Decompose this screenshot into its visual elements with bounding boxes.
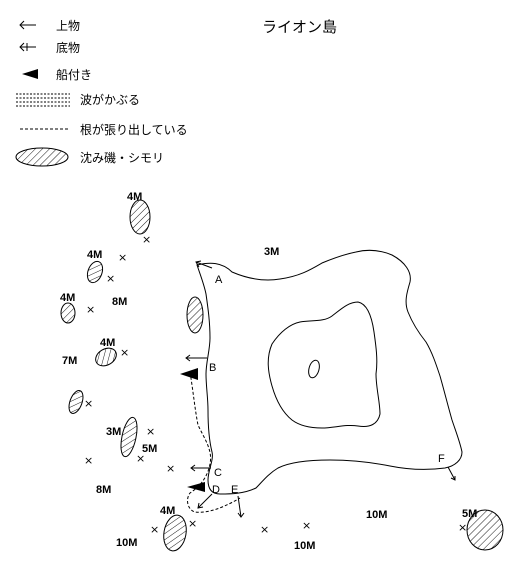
legend-item-bottom-fish: 底物	[19, 40, 80, 55]
depth-label: 7M	[62, 355, 77, 367]
legend-label-wave: 波がかぶる	[80, 92, 140, 107]
arrow-left-icon	[19, 20, 36, 30]
depth-label: 4M	[100, 337, 115, 349]
arrow-left-icon	[190, 464, 211, 472]
point-label-d: D	[212, 484, 220, 496]
depth-label: 3M	[106, 426, 121, 438]
legend-label-reef: 根が張り出している	[80, 122, 188, 137]
hatched-rock-icon	[86, 260, 104, 284]
depth-label: 8M	[96, 484, 111, 496]
bottom-arrow-icon	[19, 42, 36, 52]
depth-label: 4M	[127, 191, 142, 203]
arrow-left-icon	[195, 260, 213, 269]
point-labels: A B C D E F	[209, 274, 445, 496]
depth-labels: 3M 4M 4M 4M 8M 7M 4M 3M 5M 8M 4M 10M 10M…	[60, 191, 477, 552]
hatched-rock-icon	[186, 296, 204, 334]
x-marker: ×	[150, 523, 159, 536]
legend-label-bottom-fish: 底物	[56, 40, 80, 55]
arrow-down-icon	[197, 493, 213, 509]
x-marker: ×	[142, 233, 151, 246]
x-marker: ×	[84, 397, 93, 410]
point-label-c: C	[214, 467, 222, 479]
depth-label: 4M	[87, 249, 102, 261]
island-outline	[196, 249, 463, 495]
x-marker: ×	[458, 521, 467, 534]
point-label-b: B	[209, 362, 216, 374]
x-markers: × × × × × × × × × × × × × × ×	[84, 233, 467, 536]
reef-dashed-line	[187, 371, 241, 513]
arrow-left-icon	[185, 354, 207, 362]
hatched-rock-icon	[15, 147, 69, 167]
legend-item-reef: 根が張り出している	[20, 122, 188, 137]
depth-label: 4M	[60, 292, 75, 304]
map-title: ライオン島	[262, 18, 337, 36]
point-label-e: E	[231, 484, 238, 496]
wave-hatch-icon	[16, 93, 70, 107]
point-label-a: A	[215, 274, 223, 286]
hatched-rocks	[60, 199, 504, 552]
point-label-f: F	[438, 453, 445, 465]
x-marker: ×	[136, 452, 145, 465]
depth-label: 5M	[462, 508, 477, 520]
x-marker: ×	[106, 272, 115, 285]
x-marker: ×	[188, 517, 197, 530]
hatched-rock-icon	[129, 199, 151, 235]
legend-item-wave: 波がかぶる	[16, 92, 140, 107]
depth-label: 10M	[294, 540, 315, 552]
arrow-down-icon	[447, 466, 456, 481]
depth-label: 4M	[160, 505, 175, 517]
arrows-top-fish	[185, 260, 456, 518]
depth-label: 3M	[264, 246, 279, 258]
x-marker: ×	[86, 303, 95, 316]
boat-mark-icon	[22, 69, 38, 79]
hatched-rock-icon	[163, 514, 187, 552]
hatched-rock-icon	[60, 302, 76, 324]
boat-mark-d	[187, 482, 205, 492]
hatched-rock-icon	[68, 390, 84, 414]
depth-label: 10M	[366, 509, 387, 521]
hatched-rock-icon	[95, 347, 117, 367]
boat-mark-b	[180, 368, 198, 380]
summit-outline	[308, 359, 320, 379]
legend: 上物 底物 船付き 波がかぶる	[15, 19, 188, 167]
legend-item-boat: 船付き	[22, 68, 92, 82]
arrow-down-icon	[237, 495, 245, 518]
x-marker: ×	[84, 454, 93, 467]
depth-label: 10M	[116, 537, 137, 549]
x-marker: ×	[120, 346, 129, 359]
x-marker: ×	[146, 425, 155, 438]
depth-label: 8M	[112, 296, 127, 308]
x-marker: ×	[166, 462, 175, 475]
hatched-rock-icon	[466, 509, 504, 551]
legend-label-top-fish: 上物	[56, 19, 80, 33]
x-marker: ×	[260, 523, 269, 536]
x-marker: ×	[302, 519, 311, 532]
island	[196, 249, 463, 495]
x-marker: ×	[118, 251, 127, 264]
legend-item-top-fish: 上物	[19, 19, 80, 33]
depth-label: 5M	[142, 443, 157, 455]
inner-plateau-outline	[267, 301, 381, 429]
legend-label-submerged: 沈み磯・シモリ	[80, 150, 164, 165]
hatched-rock-icon	[120, 416, 138, 458]
legend-item-submerged: 沈み磯・シモリ	[15, 147, 164, 167]
legend-label-boat: 船付き	[56, 68, 92, 82]
